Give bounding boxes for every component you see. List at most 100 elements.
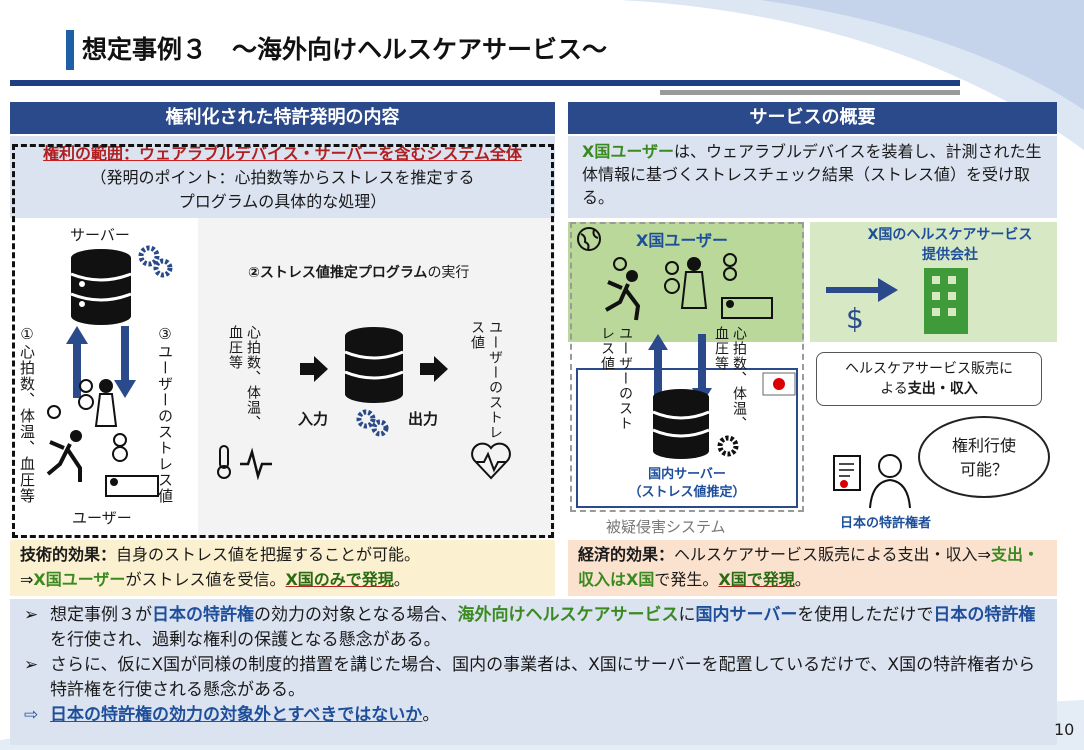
arrow-up-icon — [66, 326, 88, 398]
title-subrule — [660, 90, 960, 95]
scope-box: 権利の範囲：ウェアラブルデバイス・サーバーを含むシステム全体 （発明のポイント：… — [10, 136, 555, 218]
overview-text: は、ウェアラブルデバイスを装着し、計測された生体情報に基づくストレスチェック結果… — [582, 142, 1042, 207]
arrow1-label: ①心拍数、体温、血圧等 — [18, 325, 36, 504]
company-building-icon — [924, 268, 968, 334]
bullet-marker-icon: ➢ — [24, 605, 39, 625]
program-title: ②ストレス値推定プログラムの実行 — [248, 262, 469, 282]
economic-effect-end: 。 — [794, 570, 811, 589]
bullet1-part: の効力の対象となる場合、 — [254, 605, 458, 625]
domestic-server-label: 国内サーバー （ストレス値推定） — [580, 466, 794, 502]
bullet-marker-icon: ➢ — [24, 655, 39, 675]
bullet1-part: 日本の特許権 — [152, 605, 254, 625]
conclusion-arrow-icon: ⇨ — [24, 705, 39, 725]
bullet2-text: さらに、仮にX国が同様の制度的措置を講じた場合、国内の事業者は、X国にサーバーを… — [50, 655, 1036, 700]
server-label: サーバー — [70, 226, 130, 244]
title-rule — [10, 80, 960, 86]
scope-note-1: （発明のポイント：心拍数等からストレスを推定する — [90, 168, 475, 187]
input-side-label: 心拍数、体温、血圧等 — [227, 325, 261, 430]
money-flow-icon: $ — [826, 278, 898, 332]
enforcement-bubble: 権利行使 可能？ — [918, 416, 1050, 498]
bullet-item-1: ➢ 想定事例３が日本の特許権の効力の対象となる場合、海外向けヘルスケアサービスに… — [24, 603, 1047, 653]
right-section-header: サービスの概要 — [568, 102, 1057, 134]
page-number: 10 — [1054, 720, 1075, 739]
economic-effect-label: 経済的効果： — [578, 545, 675, 564]
technical-effect-only: X国のみで発現 — [285, 570, 394, 589]
provider-label: X国のヘルスケアサービス 提供会社 — [852, 224, 1048, 264]
arrow-up-icon — [648, 334, 668, 404]
arrow-right-icon — [300, 356, 328, 382]
bullet-item-2: ➢ さらに、仮にX国が同様の制度的措置を講じた場合、国内の事業者は、X国にサーバ… — [24, 653, 1047, 703]
domestic-server-label-2: （ストレス値推定） — [628, 485, 746, 500]
gears-icon — [138, 245, 173, 278]
technical-effect-label: 技術的効果： — [20, 545, 117, 564]
output-label: 出力 — [408, 410, 439, 428]
callout-line-2-b: 支出・収入 — [907, 381, 978, 397]
globe-icon — [577, 227, 601, 251]
stress-value-label: ユーザーのストレス値 — [599, 326, 633, 431]
bullet1-part: 海外向けヘルスケアサービス — [457, 605, 679, 625]
bubble-line-1: 権利行使 — [951, 436, 1016, 455]
callout-line-1: ヘルスケアサービス販売に — [845, 361, 1013, 377]
users-figures-icon — [46, 379, 159, 497]
arrow-down-icon — [692, 334, 712, 404]
arrow-right-icon — [420, 356, 448, 382]
technical-effect-box: 技術的効果：自身のストレス値を把握することが可能。 ⇒X国ユーザーがストレス値を… — [10, 540, 555, 596]
japan-flag-icon — [762, 372, 796, 396]
x-users-area — [568, 222, 804, 342]
provider-label-1: X国のヘルスケアサービス — [867, 227, 1033, 243]
bullet1-part: を使用しただけで — [797, 605, 934, 625]
page-title: 想定事例３ ～海外向けヘルスケアサービス～ — [82, 35, 608, 64]
conclusion-bullets: ➢ 想定事例３が日本の特許権の効力の対象となる場合、海外向けヘルスケアサービスに… — [10, 599, 1057, 745]
x-users-figures-icon — [605, 253, 773, 321]
program-server-icon — [344, 327, 404, 403]
server-icon — [70, 249, 132, 325]
service-overview: X国ユーザーは、ウェアラブルデバイスを装着し、計測された生体情報に基づくストレス… — [568, 136, 1057, 218]
bubble-line-2: 可能？ — [959, 460, 1008, 479]
technical-effect-end: 。 — [393, 570, 410, 589]
patent-holder-label: 日本の特許権者 — [840, 516, 932, 531]
scope-line: 権利の範囲：ウェアラブルデバイス・サーバーを含むシステム全体 — [43, 144, 522, 163]
technical-effect-user: X国ユーザー — [33, 570, 126, 589]
gear-icon — [717, 435, 739, 457]
provider-label-2: 提供会社 — [922, 247, 978, 263]
suspected-system-label: 被疑侵害システム — [606, 518, 726, 536]
callout-line-2-a: よる — [880, 381, 908, 397]
overview-user: X国ユーザー — [582, 142, 675, 161]
bullet1-part: を行使され、過剰な権利の保護となる懸念がある。 — [50, 630, 441, 650]
conclusion-text: 日本の特許権の効力の対象外とすべきではないか — [50, 705, 423, 725]
vitals-label: 心拍数、体温、血圧等 — [713, 326, 747, 431]
economic-effect-bold: 支出・収入はX国 — [578, 545, 1039, 589]
bullet1-part: に — [678, 605, 696, 625]
bullet1-part: 国内サーバー — [695, 605, 798, 625]
technical-effect-mid: がストレス値を受信。 — [125, 570, 286, 589]
input-label: 入力 — [298, 410, 329, 428]
conclusion-line: ⇨ 日本の特許権の効力の対象外とすべきではないか。 — [24, 703, 1047, 728]
domestic-server-label-1: 国内サーバー — [648, 467, 726, 482]
user-label: ユーザー — [72, 509, 132, 527]
bullet1-part: 日本の特許権 — [933, 605, 1036, 625]
domestic-server-icon — [652, 389, 710, 459]
program-title-bold: ②ストレス値推定プログラム — [248, 265, 428, 281]
arrow-down-icon — [114, 326, 136, 398]
technical-effect-line-2: ⇒X国ユーザーがストレス値を受信。X国のみで発現。 — [20, 567, 545, 592]
technical-effect-arrow: ⇒ — [20, 570, 34, 589]
thermometer-pulse-icon — [217, 445, 272, 480]
technical-effect-line-1: 技術的効果：自身のストレス値を把握することが可能。 — [20, 542, 545, 567]
heart-rate-icon — [471, 442, 511, 480]
program-title-rest: の実行 — [427, 265, 470, 281]
scope-note-2: プログラムの具体的な処理） — [178, 192, 387, 211]
arrow3-label: ③ユーザーのストレス値 — [156, 325, 174, 504]
economic-effect-text: ヘルスケアサービス販売による支出・収入⇒ — [674, 545, 991, 564]
left-section-header: 権利化された特許発明の内容 — [10, 102, 555, 134]
svg-text:$: $ — [846, 302, 864, 332]
economic-effect-box: 経済的効果：ヘルスケアサービス販売による支出・収入⇒支出・収入はX国で発生。X国… — [568, 540, 1057, 596]
bullet1-part: 想定事例３が — [50, 605, 152, 625]
sales-callout: ヘルスケアサービス販売に よる支出・収入 — [816, 352, 1042, 406]
output-side-label: ユーザーのストレス値 — [469, 320, 503, 440]
conclusion-end: 。 — [422, 705, 440, 725]
gears-icon — [356, 409, 389, 437]
title-accent-bar — [66, 30, 74, 70]
callout-line-2: よる支出・収入 — [817, 379, 1041, 399]
patent-holder-icon — [833, 454, 911, 509]
technical-effect-text: 自身のストレス値を把握することが可能。 — [116, 545, 421, 564]
